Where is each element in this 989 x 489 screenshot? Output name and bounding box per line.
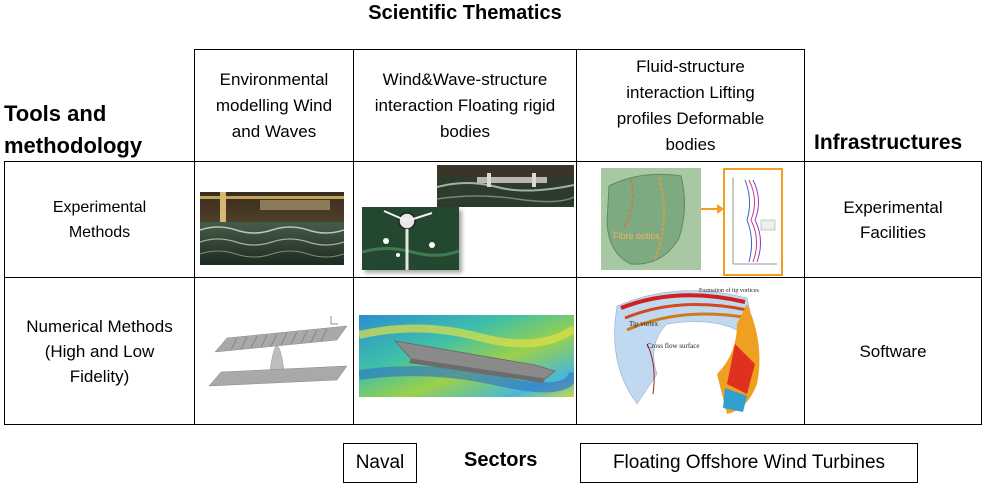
cell-num-fluid-structure: Tip vortex Cross flow surface Formation …	[576, 277, 805, 425]
tip-vortex-annotation: Tip vortex	[629, 320, 659, 328]
arrow-head	[717, 204, 724, 214]
column-header-environmental: Environmental modelling Wind and Waves	[194, 49, 354, 162]
page-title: Scientific Thematics	[368, 2, 562, 24]
infrastructures-header: Infrastructures	[814, 131, 963, 154]
sectors-label: Sectors	[464, 449, 538, 471]
arrow-connector	[701, 208, 721, 210]
pressure-profile-plot	[723, 168, 783, 276]
fibre-optics-annotation: Fibre optics	[613, 231, 660, 241]
column-label-wind-wave: Wind&Wave-structure interaction Floating…	[374, 69, 556, 141]
wave-mesh-render	[207, 316, 347, 391]
sector-floating-offshore-wind: Floating Offshore Wind Turbines	[580, 443, 918, 483]
wind-turbine-model-photo	[362, 207, 459, 270]
column-label-fluid-structure: Fluid-structure interaction Lifting prof…	[616, 56, 765, 154]
row-label-experimental: Experimental Methods	[4, 161, 195, 278]
ship-cfd-render	[359, 315, 574, 397]
cross-flow-annotation: Cross flow surface	[647, 342, 700, 350]
cell-exp-wind-wave	[353, 161, 577, 278]
row-text-numerical: Numerical Methods (High and Low Fidelity…	[26, 316, 173, 386]
tip-vortex-cfd-render: Tip vortex Cross flow surface Formation …	[607, 284, 772, 420]
cell-exp-environmental	[194, 161, 354, 278]
infra-text-experimental: Experimental Facilities	[843, 197, 943, 242]
sector-naval: Naval	[343, 443, 417, 483]
column-header-fluid-structure: Fluid-structure interaction Lifting prof…	[576, 49, 805, 162]
infra-software: Software	[804, 277, 982, 425]
column-header-wind-wave: Wind&Wave-structure interaction Floating…	[353, 49, 577, 162]
cell-num-wind-wave	[353, 277, 577, 425]
column-label-environmental: Environmental modelling Wind and Waves	[215, 69, 333, 141]
tools-methodology-header: Tools and methodology	[4, 101, 143, 158]
row-text-experimental: Experimental Methods	[52, 198, 147, 241]
infra-text-software: Software	[859, 341, 927, 361]
formation-annotation: Formation of tip vortices	[699, 287, 759, 294]
cell-num-environmental	[194, 277, 354, 425]
infra-experimental-facilities: Experimental Facilities	[804, 161, 982, 278]
row-label-numerical: Numerical Methods (High and Low Fidelity…	[4, 277, 195, 425]
fibre-optics-foil-photo: Fibre optics	[601, 168, 701, 270]
wave-tank-photo	[200, 192, 344, 265]
cell-exp-fluid-structure: Fibre optics	[576, 161, 805, 278]
floating-platform-photo	[437, 165, 574, 207]
